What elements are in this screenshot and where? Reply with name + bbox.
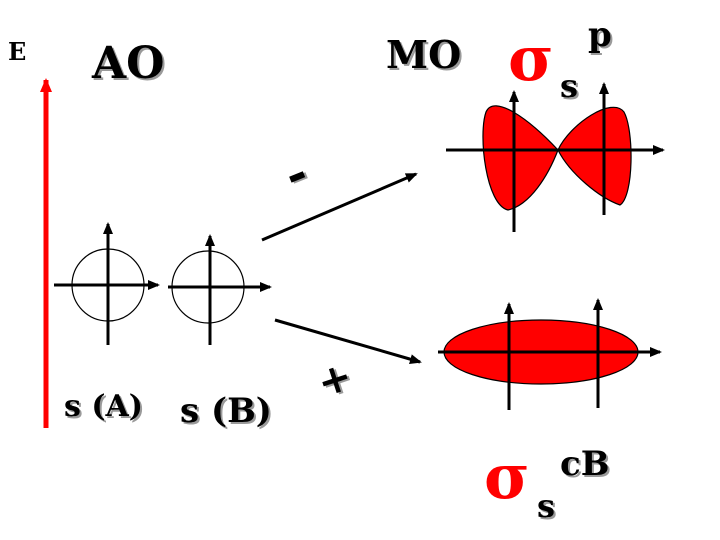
atomic-orbital-a [54,222,160,345]
bonding-sigma: σ [484,440,530,513]
ao-label: AO [92,38,165,89]
antibonding-superscript: p [588,15,612,55]
atom-a-label: s (A) [64,389,143,424]
bonding-superscript: cB [560,444,610,484]
energy-axis-label: E [8,37,27,66]
atomic-orbital-b [168,234,272,345]
bonding-subscript: s [537,487,556,525]
antibonding-lobe-right [557,106,632,206]
antibonding-orbital [446,82,665,232]
atom-b-label: s (B) [180,391,272,431]
antibonding-combination-arrow [261,172,418,242]
bonding-orbital [438,298,662,410]
antibonding-subscript: s [560,67,579,105]
antibonding-lobe-left [482,105,559,211]
antibonding-sigma: σ [508,22,554,95]
mo-label: MO [386,32,462,77]
bonding-combination-arrow [274,318,422,365]
